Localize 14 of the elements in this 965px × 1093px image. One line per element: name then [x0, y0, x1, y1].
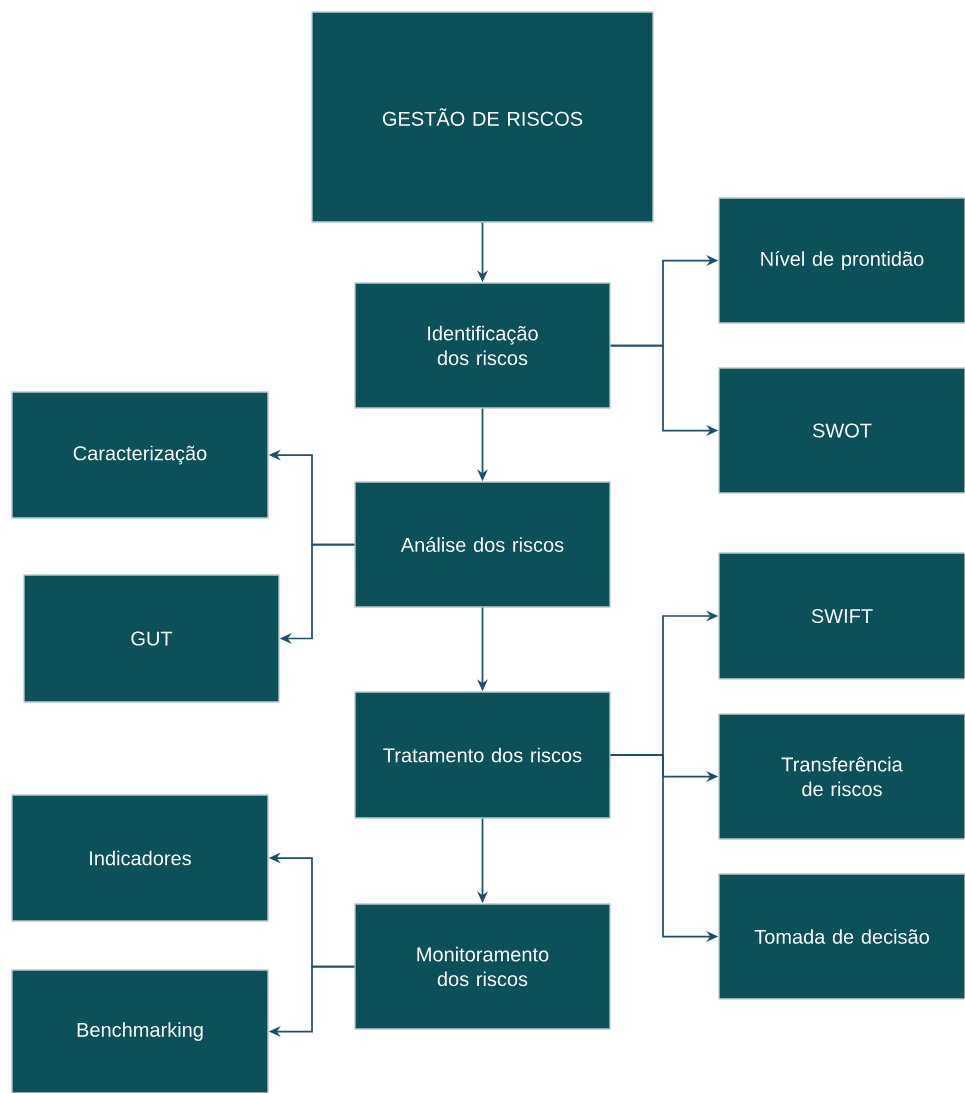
- process-box: Tomada de decisão: [718, 873, 965, 1000]
- process-box: Tratamento dos riscos: [354, 691, 611, 819]
- process-box: Caracterização: [11, 391, 269, 519]
- process-box: Transferência de riscos: [718, 713, 965, 840]
- process-box: Nível de prontidão: [718, 197, 965, 324]
- process-box: GUT: [23, 574, 280, 703]
- process-box: Análise dos riscos: [354, 481, 611, 608]
- process-box: Benchmarking: [11, 969, 269, 1093]
- process-box: Indicadores: [11, 794, 269, 922]
- process-box: SWIFT: [718, 552, 965, 680]
- process-box: Monitoramento dos riscos: [354, 903, 611, 1030]
- process-box: Identificação dos riscos: [354, 282, 611, 409]
- process-box: GESTÃO DE RISCOS: [311, 11, 654, 223]
- process-box: SWOT: [718, 367, 965, 494]
